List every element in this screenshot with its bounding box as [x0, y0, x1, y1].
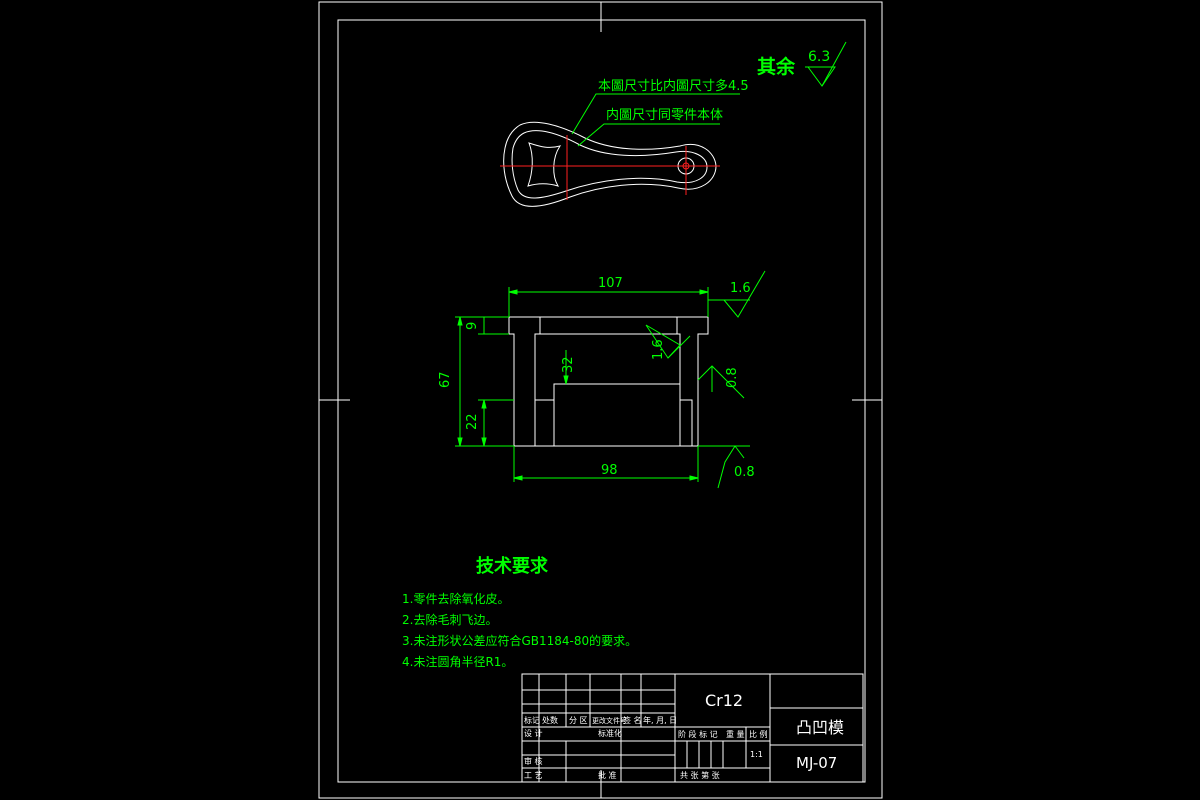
general-roughness-prefix: 其余 [757, 55, 796, 78]
stage-header-scale: 比 例 [749, 729, 768, 739]
title-block-text: Cr12 凸凹模 MJ-07 1:1 标记 处数 分 区 更改文件号 签 名 年… [524, 691, 844, 780]
section-view [508, 316, 709, 447]
general-roughness-note: 其余 6.3 [757, 41, 847, 87]
tech-item-2: 2.去除毛刺飞边。 [402, 612, 497, 627]
dim-bottom-width: 98 [601, 463, 618, 478]
dim-total-height: 67 [438, 371, 453, 388]
dimension-lines [455, 287, 709, 482]
leader-note-2: 内圖尺寸同零件本体 [606, 107, 723, 123]
roughness-inner: 1.6 [651, 339, 666, 360]
section-left-wall [508, 316, 541, 447]
col-label-date: 年, 月, 日 [643, 715, 677, 725]
center-marks [319, 2, 882, 798]
dim-inner-height: 32 [561, 356, 576, 373]
sheets-label: 共 张 第 张 [680, 770, 720, 780]
material-text: Cr12 [705, 691, 743, 710]
section-right-wall [676, 316, 709, 447]
dim-top-step: 9 [465, 322, 480, 330]
col-label-sign: 签 名 [623, 715, 642, 725]
roughness-symbols [645, 270, 766, 489]
drawing-number-text: MJ-07 [796, 754, 837, 772]
col-label-count: 处数 [542, 715, 558, 725]
roughness-top: 1.6 [730, 281, 751, 296]
part-name-text: 凸凹模 [796, 718, 844, 737]
stage-header-weight: 重 量 [726, 729, 745, 739]
general-roughness-value: 6.3 [808, 49, 830, 65]
stage-header-mark: 阶 段 标 记 [678, 729, 718, 739]
review-label: 审 核 [524, 756, 543, 766]
dim-bottom-step: 22 [465, 413, 480, 430]
leader-notes: 本圖尺寸比内圖尺寸多4.5 内圖尺寸同零件本体 [571, 78, 749, 147]
process-label: 工 艺 [524, 771, 543, 780]
tech-item-1: 1.零件去除氧化皮。 [402, 591, 509, 606]
roughness-outer: 0.8 [725, 367, 740, 388]
leader-note-1: 本圖尺寸比内圖尺寸多4.5 [598, 78, 749, 94]
col-label-zone: 分 区 [569, 716, 588, 725]
tech-item-3: 3.未注形状公差应符合GB1184-80的要求。 [402, 633, 637, 648]
design-label: 设 计 [524, 728, 543, 738]
standardize-label: 标准化 [598, 728, 622, 738]
scale-text: 1:1 [750, 750, 763, 759]
tech-title: 技术要求 [476, 555, 549, 577]
plan-view [500, 121, 720, 207]
col-label-change-doc: 更改文件号 [592, 716, 627, 725]
plan-outer-contour [503, 121, 717, 207]
section-insert [553, 383, 681, 447]
plan-cavity [527, 142, 562, 187]
tech-item-4: 4.未注圆角半径R1。 [402, 654, 513, 669]
outer-border [318, 1, 883, 799]
roughness-bottom: 0.8 [734, 465, 755, 480]
approve-label: 批 准 [598, 770, 617, 780]
dim-top-width: 107 [598, 276, 623, 291]
col-label-mark: 标记 [524, 715, 540, 725]
plan-inner-contour [511, 130, 708, 199]
title-block [521, 673, 864, 783]
tech-requirements: 技术要求 1.零件去除氧化皮。 2.去除毛刺飞边。 3.未注形状公差应符合GB1… [402, 555, 637, 669]
